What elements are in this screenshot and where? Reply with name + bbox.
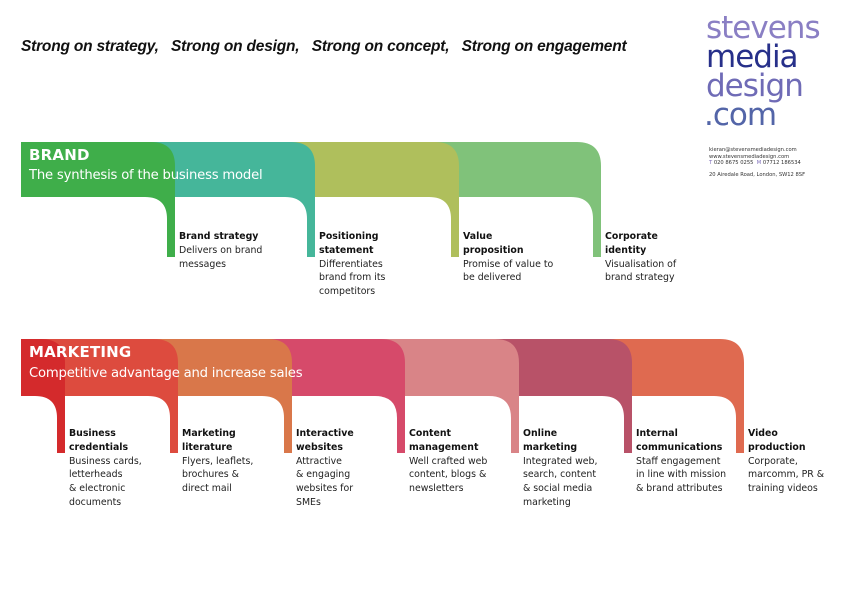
marketing-segment-7 [604,339,744,453]
mobile-number: 07712 186534 [762,160,801,167]
marketing-segment-3 [150,339,292,453]
brand-item-description: Delivers on brand [179,244,263,256]
marketing-item-title: Business [69,428,116,439]
brand-item-title: statement [319,244,374,256]
brand-item-title: Corporate [605,231,658,242]
brand-subtitle: The synthesis of the business model [29,168,263,183]
marketing-item-title: Video [748,428,778,439]
marketing-item-title: Content [409,428,451,439]
marketing-item-description: & social media [523,483,593,495]
brand-segment-2 [147,142,315,257]
brand-item-description: Visualisation of [605,258,677,270]
contact-block: kieran@stevensmediadesign.com www.steven… [709,147,805,178]
marketing-item-title: literature [182,441,233,453]
brand-item-description: Differentiates [319,258,383,270]
marketing-segment-4 [264,339,405,453]
tel-number: 020 8675 0255 [713,160,754,167]
tagline: Strong on strategy, Strong on design, St… [21,38,627,55]
brand-item-description: competitors [319,286,376,298]
marketing-segments [21,339,744,453]
brand-item-description: be delivered [463,272,522,284]
marketing-item-description: Staff engagement [636,455,721,467]
brand-item-title: identity [605,244,647,256]
brand-item-title: Value [463,231,493,242]
marketing-item-description: Integrated web, [523,455,598,467]
marketing-segment-1 [21,339,65,453]
marketing-item-description: content, blogs & [409,469,487,481]
marketing-item-title: Internal [636,428,678,439]
brand-segment-1 [21,142,175,257]
logo-line-com: .com [704,97,777,133]
brand-title: BRAND [29,146,90,164]
marketing-item-description: Corporate, [748,455,798,467]
logo-line-media: media [706,39,799,75]
marketing-item-description: Flyers, leaflets, [182,455,254,467]
marketing-title: MARKETING [29,343,132,361]
marketing-item-title: production [748,441,806,453]
marketing-item-description: marcomm, PR & [748,469,825,481]
marketing-subtitle: Competitive advantage and increase sales [29,366,303,381]
logo-line-design: design [706,68,804,104]
marketing-item-description: marketing [523,496,571,508]
brand-item-description: brand from its [319,272,386,284]
marketing-segment-5 [377,339,519,453]
marketing-item-description: newsletters [409,483,464,495]
marketing-item-description: websites for [296,483,354,495]
marketing-item-description: Business cards, [69,455,142,467]
marketing-item-title: websites [296,441,343,453]
marketing-item-description: & brand attributes [636,483,723,495]
marketing-item-description: direct mail [182,483,232,495]
company-logo: stevens media design .com [704,10,821,133]
marketing-segment-6 [491,339,632,453]
marketing-item-title: Online [523,428,558,439]
marketing-item-description: search, content [523,469,596,481]
marketing-item-description: documents [69,496,122,508]
marketing-item-description: training videos [748,483,818,495]
marketing-item-description: in line with mission [636,469,727,481]
marketing-item-title: marketing [523,441,578,453]
marketing-item-description: brochures & [182,469,239,481]
marketing-item-title: management [409,441,479,453]
brand-segments [21,142,601,257]
brand-item-description: Promise of value to [463,258,554,270]
marketing-item-title: Marketing [182,428,236,439]
marketing-segment-2 [37,339,178,453]
brand-item-description: messages [179,258,227,270]
brand-item-description: brand strategy [605,272,675,284]
contact-email[interactable]: kieran@stevensmediadesign.com [709,147,797,153]
brand-item-title: Positioning [319,231,379,242]
marketing-item-title: credentials [69,441,129,453]
contact-website[interactable]: www.stevensmediadesign.com [709,153,790,160]
marketing-item-description: letterheads [69,469,123,481]
marketing-item-description: & electronic [69,483,126,495]
contact-phones: T 020 8675 0255 M 07712 186534 [709,160,805,167]
brand-segment-4 [431,142,601,257]
contact-address: 20 Airedale Road, London, SW12 8SF [709,171,806,178]
brand-segment-3 [287,142,459,257]
marketing-item-title: Interactive [296,428,354,439]
marketing-item-description: Well crafted web [409,455,488,467]
marketing-item-title: communications [636,441,723,453]
marketing-item-description: Attractive [296,455,342,467]
brand-item-title: Brand strategy [179,231,259,242]
brand-item-title: proposition [463,244,524,256]
tel-label: T [709,160,713,167]
mobile-label: M [756,160,762,167]
logo-line-stevens: stevens [706,10,821,46]
marketing-item-description: SMEs [296,496,321,508]
marketing-item-description: & engaging [296,469,351,481]
